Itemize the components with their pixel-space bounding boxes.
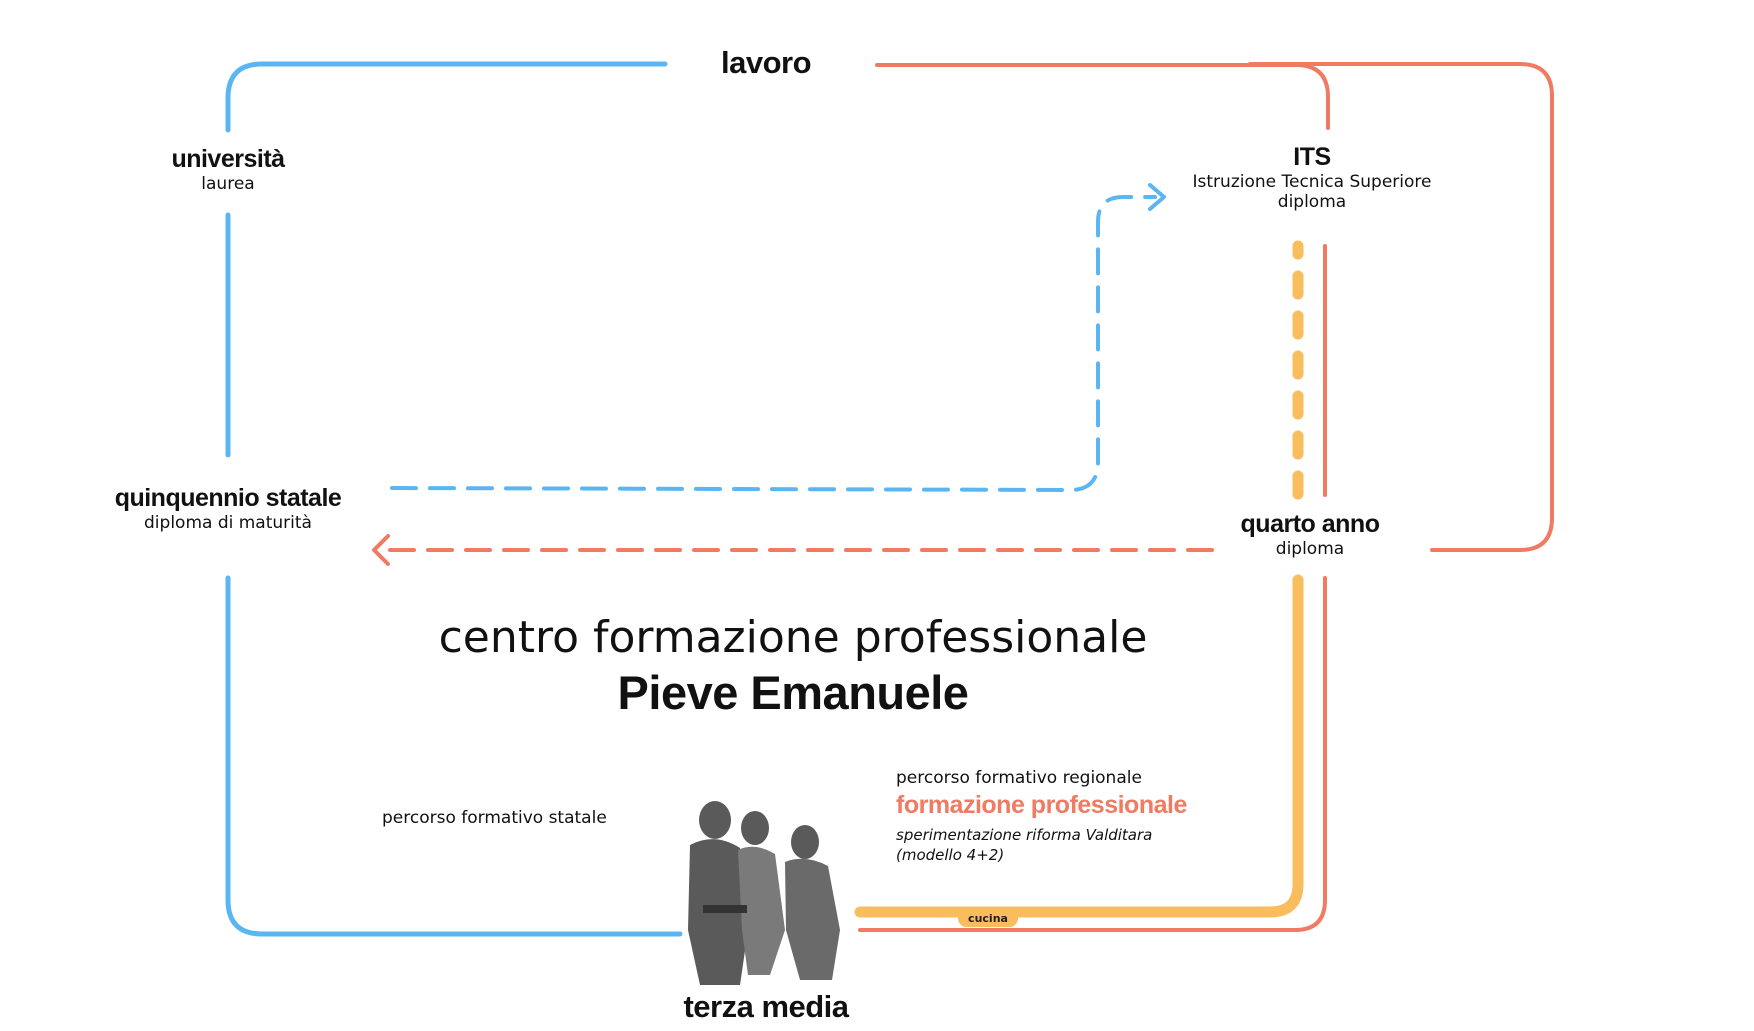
node-universita: università laurea <box>171 144 285 194</box>
cucina-track-badge: cucina <box>958 910 1018 927</box>
universita-title: università <box>171 145 285 173</box>
center-title: centro formazione professionale Pieve Em… <box>439 612 1148 720</box>
its-title: ITS <box>1293 143 1331 171</box>
regionale-note-1: sperimentazione riforma Valditara <box>896 826 1153 845</box>
quarto-anno-subtitle: diploma <box>1275 539 1345 559</box>
node-quarto-anno: quarto anno diploma <box>1241 509 1380 559</box>
its-subtitle: Istruzione Tecnica Superiore <box>1192 172 1432 192</box>
quinquennio-subtitle: diploma di maturità <box>144 513 312 533</box>
universita-lavoro-line <box>225 61 668 133</box>
regionale-path-block: percorso formativo regionale formazione … <box>896 768 1187 864</box>
its-lavoro-red-line <box>875 63 1330 130</box>
node-terza-media: terza media <box>683 988 849 1025</box>
node-lavoro: lavoro <box>720 44 812 81</box>
quarto-anno-title: quarto anno <box>1240 510 1380 538</box>
regionale-bottom-line <box>858 576 1327 932</box>
students-photo-icon <box>688 801 840 985</box>
lavoro-title: lavoro <box>720 45 812 80</box>
statale-path-label: percorso formativo statale <box>382 808 607 828</box>
regionale-note-2: (modello 4+2) <box>896 846 1005 865</box>
center-title-line-2: Pieve Emanuele <box>617 666 969 719</box>
node-its: ITS Istruzione Tecnica Superiore diploma <box>1193 142 1432 213</box>
its-subtitle-2: diploma <box>1277 192 1347 213</box>
regionale-path-label: percorso formativo regionale <box>896 768 1142 788</box>
node-quinquennio: quinquennio statale diploma di maturità <box>115 483 342 533</box>
terza-media-title: terza media <box>683 989 849 1024</box>
universita-subtitle: laurea <box>201 174 255 194</box>
center-title-line-1: centro formazione professionale <box>438 612 1148 663</box>
its-arrowhead-icon <box>1148 183 1166 211</box>
quinquennio-title: quinquennio statale <box>114 484 342 512</box>
statale-path-line <box>225 575 683 937</box>
quinquennio-arrowhead-icon <box>372 534 390 566</box>
regionale-path-title: formazione professionale <box>896 791 1187 820</box>
quinquennio-its-dashed-line <box>390 195 1157 493</box>
quarto-lavoro-red-line <box>1248 62 1554 552</box>
cucina-track-line <box>854 574 1304 918</box>
